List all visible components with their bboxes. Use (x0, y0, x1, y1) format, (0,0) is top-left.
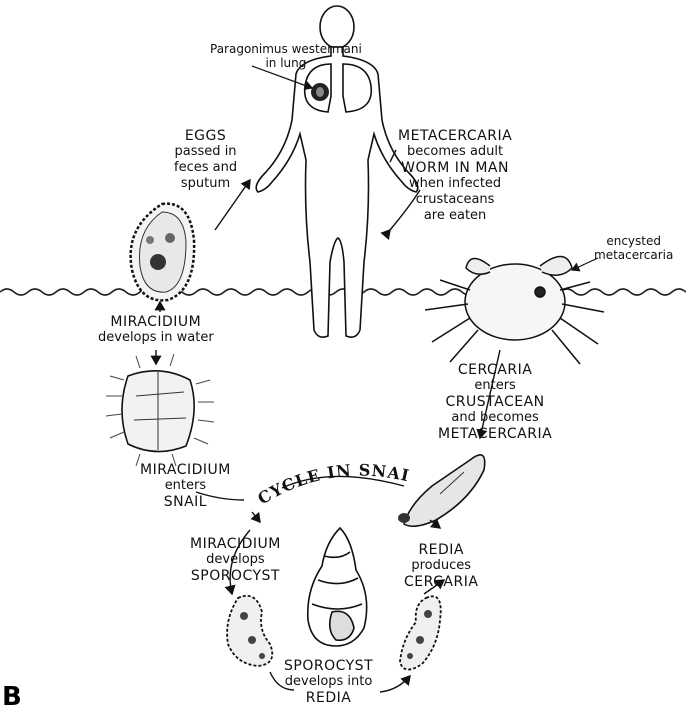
mir-snail-label-3: SNAIL (163, 494, 208, 510)
sporocyst-label: SPOROCYST develops into REDIA (284, 658, 373, 706)
mir-snail-label-2: enters (164, 478, 207, 493)
mir-snail-label-1: MIRACIDIUM (140, 462, 231, 478)
redia-label: REDIA produces CERCARIA (404, 542, 478, 590)
cerc-label-2: enters (474, 378, 516, 393)
redia-label-2: produces (411, 558, 472, 573)
eggs-label-1: EGGS (184, 128, 227, 144)
cercaria-label: CERCARIA enters CRUSTACEAN and becomes M… (438, 362, 552, 442)
miracidium-sporocyst-label: MIRACIDIUM develops SPOROCYST (190, 536, 281, 584)
cerc-label-1: CERCARIA (457, 362, 533, 378)
encysted-label-2: metacercaria (594, 248, 674, 262)
miracidium-water-label: MIRACIDIUM develops in water (98, 314, 214, 346)
panel-letter: B (2, 682, 22, 712)
meta-label-3: WORM IN MAN (401, 160, 509, 176)
egg-icon (129, 202, 196, 302)
lung-pointer (251, 65, 314, 91)
meta-label-1: METACERCARIA (398, 128, 513, 144)
meta-label-5: crustaceans (415, 192, 495, 207)
spor-label-2: develops into (284, 674, 373, 689)
metacercaria-label: METACERCARIA becomes adult WORM IN MAN w… (398, 128, 512, 224)
meta-label-6: are eaten (423, 208, 487, 223)
sporocyst-icon (226, 594, 274, 667)
lung-title: Paragonimus westermani (210, 42, 362, 56)
eggs-label: EGGS passed in feces and sputum (174, 128, 237, 192)
eggs-label-3: feces and (174, 160, 238, 175)
miracidium-icon (105, 353, 215, 467)
cerc-label-3: CRUSTACEAN (445, 394, 545, 410)
encysted-label-1: encysted (606, 234, 661, 248)
mir-dev-label-3: SPOROCYST (190, 568, 280, 584)
lung-label: Paragonimus westermani in lung (210, 42, 362, 70)
water-line (0, 288, 686, 296)
cycle-arrows (150, 149, 501, 693)
spor-label-3: REDIA (305, 690, 352, 706)
crab-icon (424, 255, 605, 365)
mir-dev-label-1: MIRACIDIUM (190, 536, 281, 552)
meta-label-2: becomes adult (407, 144, 504, 159)
miracidium-snail-label: MIRACIDIUM enters SNAIL (140, 462, 231, 510)
meta-label-4: when infected (409, 176, 502, 191)
eggs-label-4: sputum (180, 176, 231, 191)
snail-icon (306, 526, 368, 647)
redia-icon (399, 595, 442, 671)
redia-label-3: CERCARIA (404, 574, 479, 590)
eggs-label-2: passed in (174, 144, 237, 159)
cerc-label-4: and becomes (451, 410, 539, 425)
lung-subtitle: in lung (265, 56, 307, 70)
cerc-label-5: METACERCARIA (438, 426, 553, 442)
encysted-label: encysted metacercaria (594, 234, 673, 262)
cercaria-icon (398, 454, 486, 528)
mir-dev-label-2: develops (206, 552, 265, 567)
spor-label-1: SPOROCYST (284, 658, 374, 674)
worm-in-lung-icon (311, 83, 329, 101)
mir-water-label-2: develops in water (98, 330, 214, 345)
encyst-pointer (570, 257, 599, 272)
mir-water-label-1: MIRACIDIUM (110, 314, 202, 330)
redia-label-1: REDIA (418, 542, 464, 558)
